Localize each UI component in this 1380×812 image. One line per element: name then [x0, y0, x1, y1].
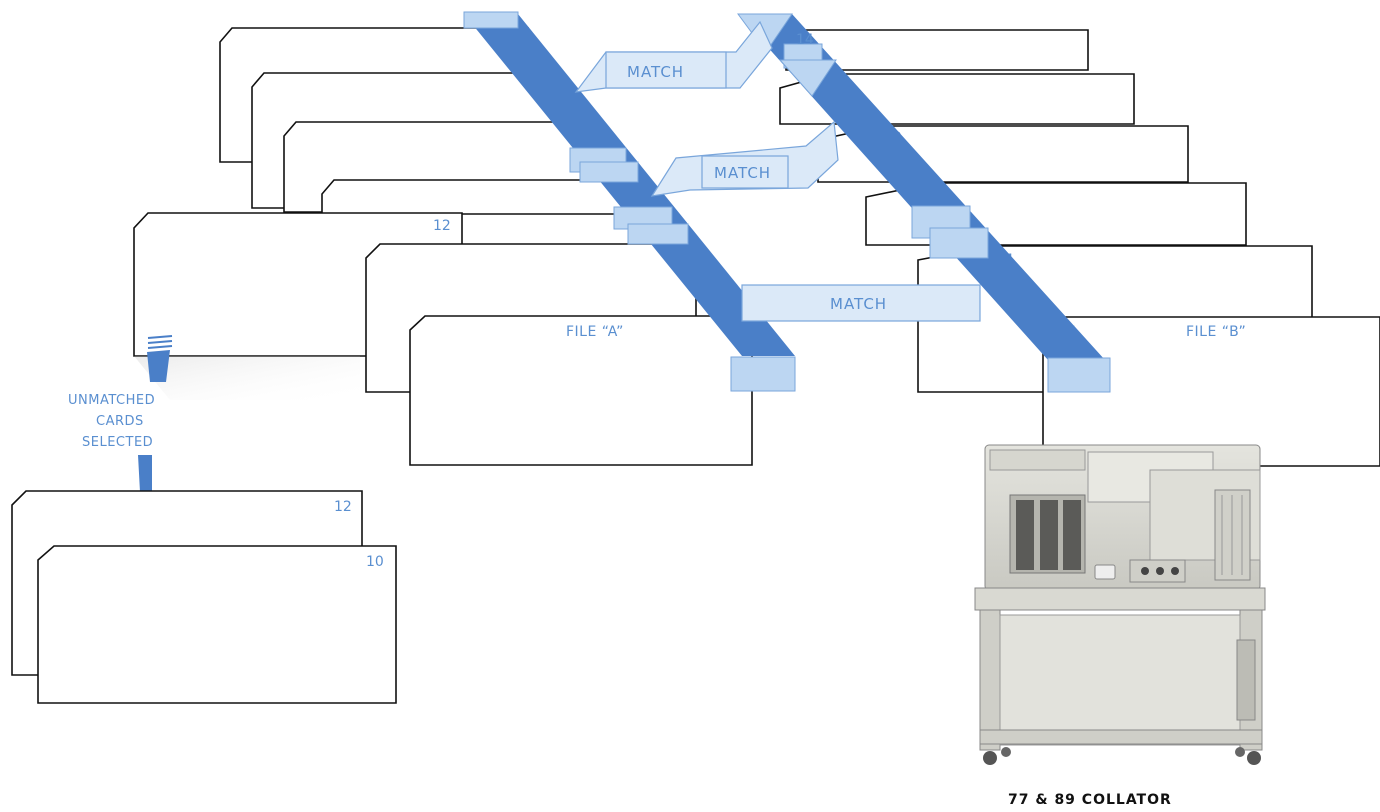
match-label: MATCH	[714, 164, 771, 182]
unmatched-indicator: UNMATCHED CARDS SELECTED	[68, 336, 172, 510]
file-a-card	[322, 180, 640, 214]
unmatched-line-2: CARDS	[96, 414, 144, 429]
unmatched-card-number: 10	[366, 554, 384, 570]
unmatched-line-3: SELECTED	[82, 435, 153, 450]
file-b-card-number: 14	[796, 32, 814, 48]
collator-machine	[975, 445, 1265, 765]
file-a-label: FILE “A”	[566, 324, 624, 340]
collator-caption: 77 & 89 COLLATOR	[1008, 792, 1172, 808]
unmatched-stack: 12 10	[12, 491, 396, 703]
file-b-label: FILE “B”	[1186, 324, 1246, 340]
file-a-card-number: 12	[433, 218, 451, 234]
unmatched-card	[38, 546, 396, 703]
match-label: MATCH	[627, 63, 684, 81]
match-ribbon-bottom: MATCH	[742, 285, 980, 321]
match-ribbon-middle: MATCH	[652, 122, 838, 196]
unmatched-line-1: UNMATCHED	[68, 393, 155, 408]
match-ribbon-top: MATCH	[576, 22, 772, 92]
unmatched-card-number: 12	[334, 499, 352, 515]
file-b-stack: 13 13 13 11 11 FILE “B”	[780, 30, 1380, 466]
match-label: MATCH	[830, 295, 887, 313]
